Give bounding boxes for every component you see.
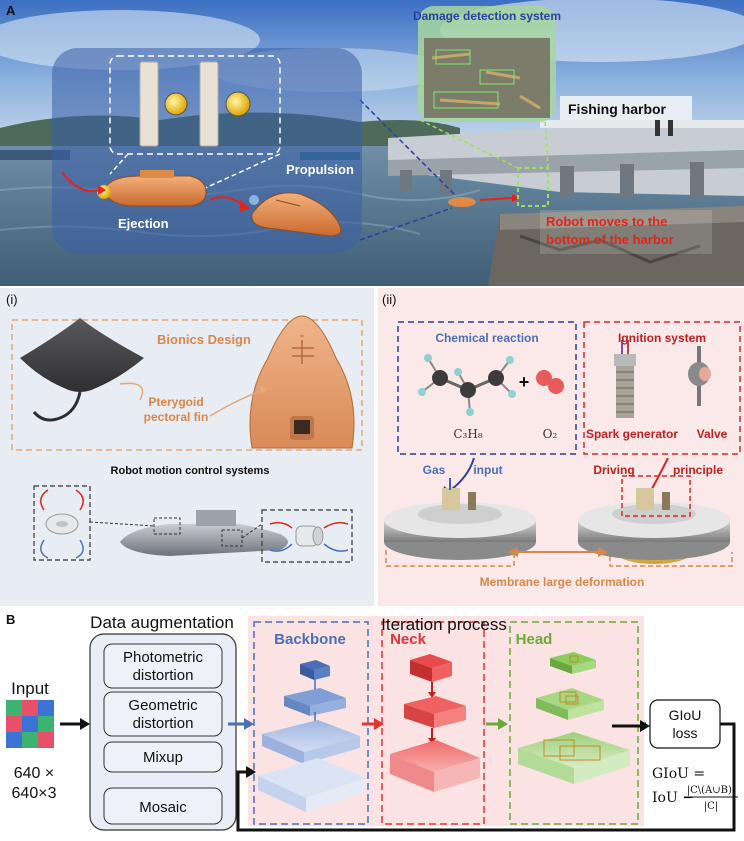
panel-ii: (ii) Chemical reaction + C₃H₈ O₂ Ignitio… [378,288,744,606]
right-thruster-box [261,509,353,563]
formula-line2: IoU − [652,790,694,806]
input-size-line2: 640×3 [12,785,57,802]
propane-formula: C₃H₈ [453,427,482,441]
robot-propulsion [251,192,342,237]
spark-generator-label: Spark generator [586,427,678,441]
manta-ray-image [20,318,144,392]
input-label: input [473,463,502,477]
aug-mixup-box [103,741,223,773]
robot-in-water [448,197,476,207]
left-thruster-box [33,485,91,561]
driving-label: Driving [593,463,634,477]
ignition-system-label: Ignition system [618,331,706,345]
oxygen-formula: O₂ [543,427,558,441]
neck-box [381,621,485,825]
aug-geometric-line2: distortion [133,715,194,732]
bionics-diagram: (i) Bionics Design Pterygoid pectoral fi… [6,292,363,563]
robot-ejection [103,175,207,207]
chemical-reaction-label: Chemical reaction [435,331,538,345]
valve-image [688,346,711,406]
input-size-line1: 640 × [14,765,54,782]
robot-manta-image [249,315,355,449]
ignition-system-box [583,321,741,455]
giou-loss-line2: loss [673,725,698,741]
gas-label: Gas [423,463,446,477]
formula-denominator: |C| [704,801,718,812]
data-augmentation-title: Data augmentation [90,613,234,632]
fishing-harbor-label: Fishing harbor [568,101,667,117]
plus-sign: + [519,372,530,392]
membrane-label: Membrane large deformation [480,575,645,589]
pterygoid-label-line1: Pterygoid [148,395,203,409]
robot-moves-label-line2: bottom of the harbor [546,232,674,247]
harbor-scene: A Damage detection system Fishing harbor… [0,0,744,286]
valve-label: Valve [697,427,728,441]
robot-hull-image [120,524,288,556]
propane-molecule [418,354,516,416]
aug-mosaic-label: Mosaic [139,799,187,816]
aug-photometric-line1: Photometric [123,649,204,666]
combustion-diagram: (ii) Chemical reaction + C₃H₈ O₂ Ignitio… [382,292,741,589]
fishing-harbor-label-box [560,96,692,120]
aug-geometric-line1: Geometric [128,697,198,714]
bionics-design-box [11,319,363,451]
formula-line1: GIoU = [652,766,705,782]
motion-control-label: Robot motion control systems [111,465,270,477]
aug-mixup-label: Mixup [143,749,183,766]
aug-geometric-box [103,691,223,737]
robot-moves-label-box [540,210,712,254]
iteration-process-title: Iteration process [381,615,507,634]
aug-photometric-box [103,643,223,689]
inspection-target-box [517,167,549,207]
input-image-grid [6,700,54,748]
spark-generator-image [614,340,636,418]
panel-a: A Damage detection system Fishing harbor… [0,0,744,286]
chemical-reaction-box [397,321,577,455]
aug-mosaic-box [103,787,223,825]
bionics-design-label: Bionics Design [157,332,251,347]
backbone-label: Backbone [274,631,346,648]
panel-a-letter: A [6,3,16,18]
panel-i: (i) Bionics Design Pterygoid pectoral fi… [0,288,374,606]
formula-numerator: |C\(A∪B)| [687,785,736,796]
membrane-device-left [384,478,536,560]
aug-photometric-line2: distortion [133,667,194,684]
neck-label: Neck [390,631,427,648]
damage-detection-label: Damage detection system [413,9,561,23]
detection-pipeline: B Data augmentation Iteration process In… [6,612,738,832]
pterygoid-label-line2: pectoral fin [144,410,209,424]
giou-loss-line1: GIoU [669,707,702,723]
panel-b: B Data augmentation Iteration process In… [0,608,744,836]
oxygen-atom [536,370,552,386]
head-label: Head [516,631,553,648]
panel-i-tag: (i) [6,292,18,307]
robot-moves-label-line1: Robot moves to the [546,214,667,229]
principle-label: principle [673,463,723,477]
panel-b-letter: B [6,612,15,627]
oxygen-atom [548,378,564,394]
panel-ii-tag: (ii) [382,292,396,307]
ejection-label: Ejection [118,216,169,231]
input-label: Input [11,679,49,698]
membrane-device-right [578,488,730,564]
propulsion-label: Propulsion [286,162,354,177]
